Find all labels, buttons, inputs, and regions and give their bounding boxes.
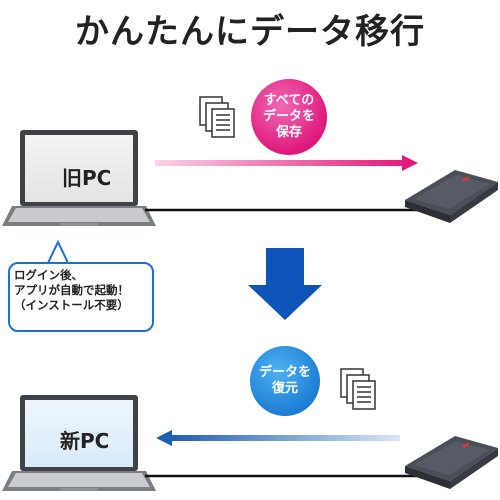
save-step-badge: すべての データを 保存 bbox=[251, 79, 327, 155]
save-arrow bbox=[155, 155, 418, 171]
new-pc-label: 新PC bbox=[60, 429, 110, 453]
down-arrow-icon bbox=[248, 248, 322, 320]
external-drive-icon bbox=[405, 436, 498, 489]
documents-icon bbox=[199, 96, 235, 138]
restore-arrow bbox=[156, 430, 400, 446]
new-laptop-icon bbox=[2, 395, 156, 491]
documents-icon bbox=[340, 368, 376, 410]
page-title: かんたんにデータ移行 bbox=[75, 12, 425, 52]
external-drive-icon bbox=[405, 170, 498, 223]
old-laptop-icon bbox=[2, 130, 156, 226]
callout-text: ログイン後、 アプリが自動で起動！ （インストール不要） bbox=[14, 268, 129, 312]
callout-bubble bbox=[8, 262, 154, 332]
old-pc-label: 旧PC bbox=[62, 166, 112, 190]
callout-tail bbox=[46, 239, 70, 264]
restore-step-badge: データを 復元 bbox=[250, 346, 320, 416]
